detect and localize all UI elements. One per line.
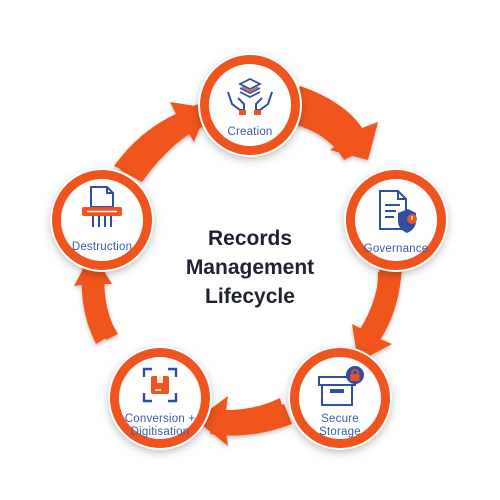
stage-governance: Governance xyxy=(346,170,446,270)
diagram-title: Records Management Lifecycle xyxy=(150,224,350,311)
stage-governance-label: Governance xyxy=(363,243,429,255)
locked-storage-box-icon xyxy=(315,365,365,412)
stage-conversion-label-line2: Digitisation xyxy=(130,426,190,438)
stage-creation-label: Creation xyxy=(227,126,273,138)
stage-conversion-label-line1: Conversion + xyxy=(124,413,196,425)
scan-box-icon xyxy=(140,365,180,410)
diagram-title-line2: Management xyxy=(185,256,315,279)
stage-conversion-digitisation: Conversion + Digitisation xyxy=(110,348,210,448)
document-with-shield-icon xyxy=(374,189,418,238)
paper-shredder-icon xyxy=(79,185,125,234)
hands-holding-documents-icon xyxy=(226,77,274,121)
stage-destruction: Destruction xyxy=(52,170,152,270)
stage-secure-storage: Secure Storage xyxy=(290,348,390,448)
stage-secure-storage-label-line2: Storage xyxy=(319,426,361,438)
stage-secure-storage-label-line1: Secure xyxy=(321,413,359,425)
diagram-title-line1: Records xyxy=(207,227,293,250)
stage-creation: Creation xyxy=(200,55,300,155)
diagram-title-line3: Lifecycle xyxy=(205,285,295,308)
stage-destruction-label: Destruction xyxy=(71,241,133,253)
